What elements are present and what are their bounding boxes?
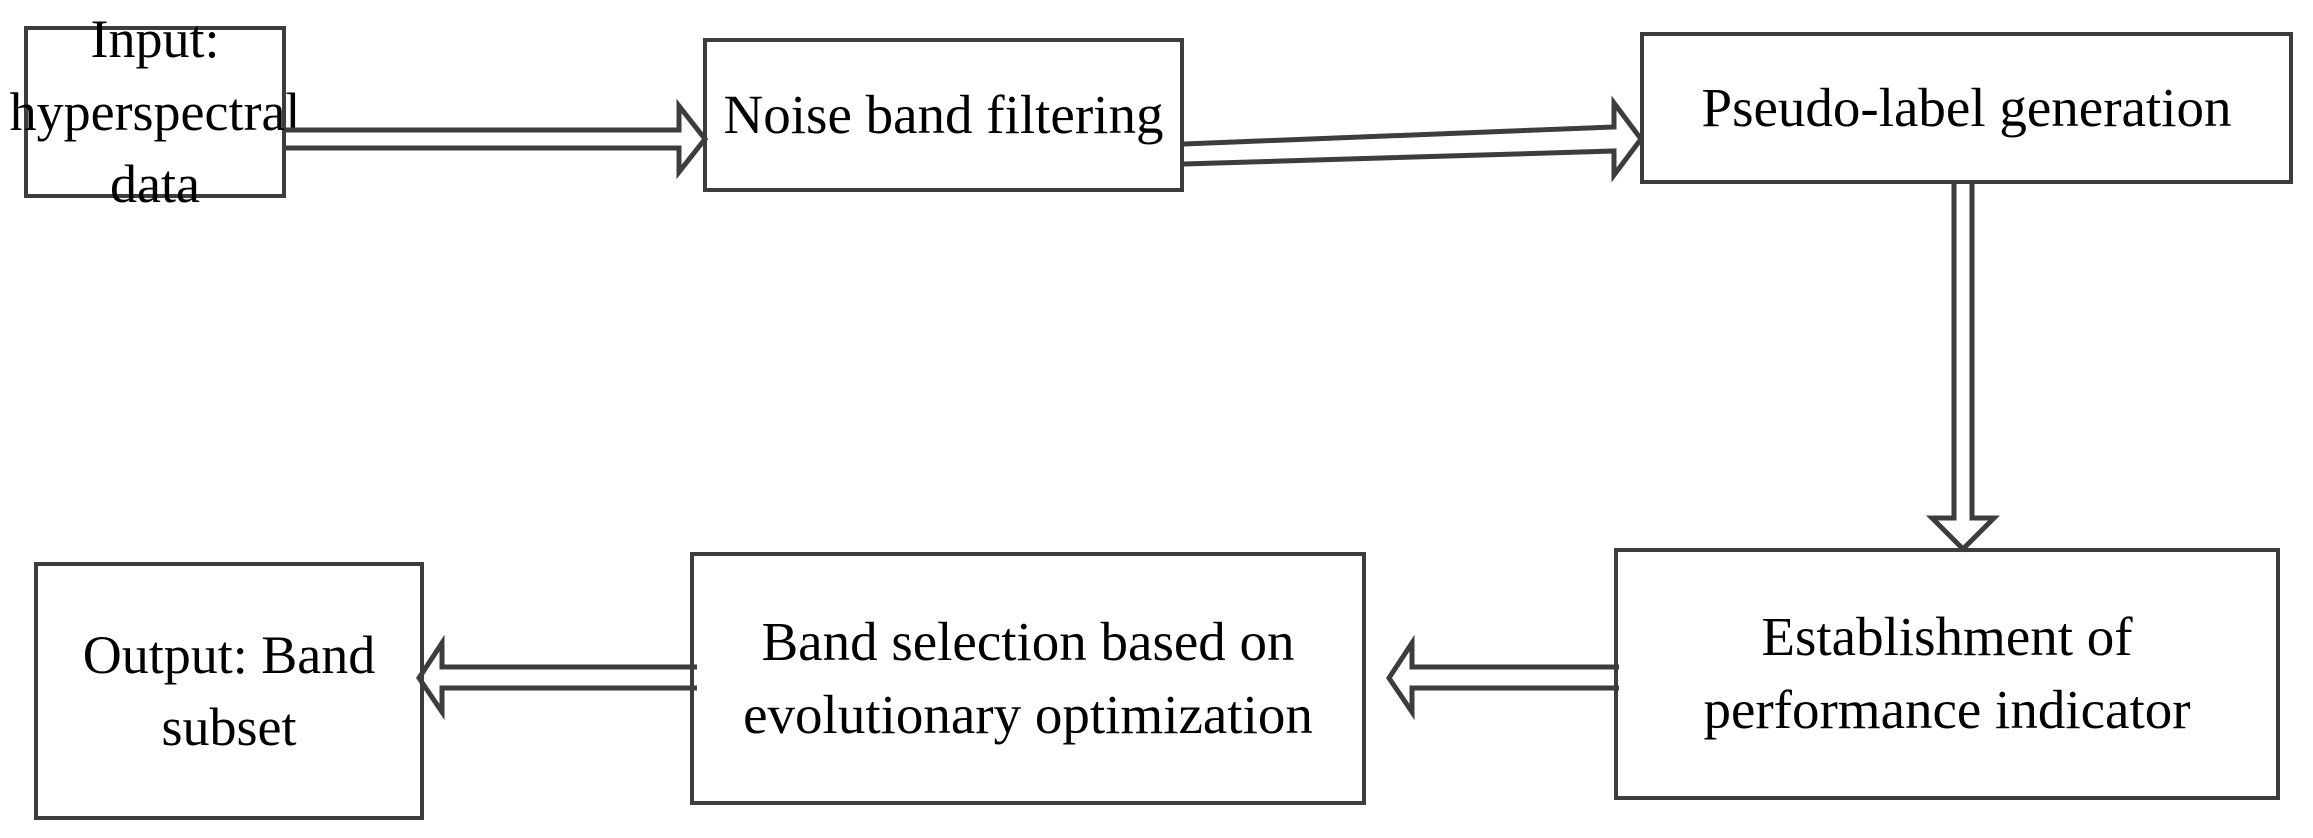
node-output-label: Output: Band subset [82, 624, 376, 757]
node-establishment-label: Establishment of performance indicator [1703, 606, 2191, 740]
arrow-establishment-to-bandselection [1385, 634, 1620, 721]
node-establishment-performance-indicator[interactable]: Establishment of performance indicator [1614, 548, 2280, 800]
arrow-noise-to-pseudo [1183, 95, 1645, 192]
arrow-bandselection-to-output [415, 634, 698, 721]
node-output-band-subset[interactable]: Output: Band subset [34, 562, 424, 820]
node-bandselection-label: Band selection based on evolutionary opt… [743, 610, 1313, 745]
arrow-pseudo-to-establishment [1924, 184, 2004, 553]
node-pseudo-label-generation[interactable]: Pseudo-label generation [1640, 32, 2293, 184]
node-pseudo-label: Pseudo-label generation [1701, 77, 2232, 139]
node-noise-band-filtering[interactable]: Noise band filtering [703, 38, 1184, 192]
node-noise-label: Noise band filtering [723, 84, 1164, 146]
node-input-hyperspectral-data[interactable]: Input: hyperspectral data [10, 9, 301, 214]
arrow-input-to-noise [286, 96, 709, 182]
node-band-selection-evolutionary-optimization[interactable]: Band selection based on evolutionary opt… [690, 552, 1366, 805]
node-input-label: Input: hyperspectral data [9, 9, 301, 215]
